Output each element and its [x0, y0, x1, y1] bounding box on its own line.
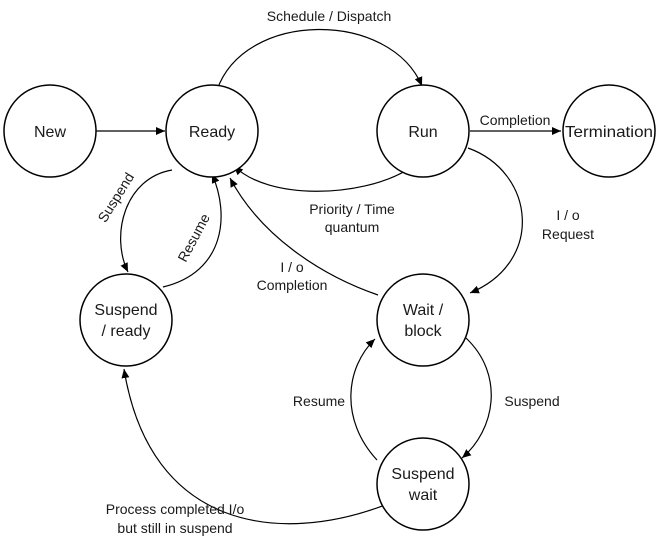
state-run-circle — [376, 84, 470, 178]
state-new: New — [3, 84, 97, 178]
edge-suspend-wait-to-suspend-ready — [121, 368, 386, 525]
state-termination-label: Termination — [565, 124, 653, 141]
label-io-completion-line1: I / o — [280, 259, 304, 275]
state-suspend-wait-label-line2: wait — [408, 487, 438, 504]
edge-suspend-ready-to-ready — [162, 173, 222, 288]
edge-ready-to-suspend-ready — [120, 169, 173, 273]
label-io-request-line2: Request — [542, 226, 594, 242]
label-process-completed-io-line1: Process completed I/o — [106, 501, 245, 517]
state-run: Run — [376, 84, 470, 178]
state-suspend-wait: Suspend wait — [376, 437, 470, 531]
label-suspend-left: Suspend — [94, 170, 137, 225]
transition-labels: Schedule / Dispatch Completion Priority … — [94, 8, 594, 536]
transitions — [96, 28, 561, 525]
state-ready: Ready — [165, 84, 259, 178]
state-termination: Termination — [562, 84, 656, 178]
label-priority-time-quantum-line2: quantum — [325, 219, 379, 235]
state-wait-block-label-line2: block — [404, 323, 442, 340]
label-resume-left: Resume — [174, 211, 213, 265]
edge-run-to-wait-io-request — [467, 147, 523, 294]
edge-ready-to-run-schedule — [216, 28, 423, 91]
state-new-circle — [3, 84, 97, 178]
state-suspend-wait-circle — [376, 437, 470, 531]
state-suspend-ready-circle — [79, 273, 173, 367]
state-ready-circle — [165, 84, 259, 178]
state-termination-circle — [562, 84, 656, 178]
label-resume-bottom: Resume — [293, 393, 345, 409]
label-priority-time-quantum-line1: Priority / Time — [309, 201, 395, 217]
state-suspend-wait-label-line1: Suspend — [391, 466, 454, 483]
edge-wait-to-ready-io-completion — [229, 177, 379, 296]
state-wait-block-label-line1: Wait / — [403, 302, 444, 319]
state-run-label: Run — [408, 124, 437, 141]
label-suspend-bottom: Suspend — [504, 393, 559, 409]
label-completion: Completion — [480, 112, 551, 128]
state-wait-block-circle — [376, 273, 470, 367]
state-wait-block: Wait / block — [376, 273, 470, 367]
state-suspend-ready-label-line2: / ready — [102, 323, 151, 340]
edge-run-to-ready-priority — [233, 165, 408, 192]
state-new-label: New — [34, 124, 66, 141]
label-process-completed-io-line2: but still in suspend — [117, 520, 232, 536]
label-schedule-dispatch: Schedule / Dispatch — [267, 8, 392, 24]
label-io-request-line1: I / o — [556, 207, 580, 223]
state-suspend-ready: Suspend / ready — [79, 273, 173, 367]
edge-wait-to-suspend-wait — [461, 337, 492, 459]
edge-suspend-wait-to-wait — [350, 338, 378, 461]
state-ready-label: Ready — [189, 124, 235, 141]
label-io-completion-line2: Completion — [257, 277, 328, 293]
state-suspend-ready-label-line1: Suspend — [94, 302, 157, 319]
